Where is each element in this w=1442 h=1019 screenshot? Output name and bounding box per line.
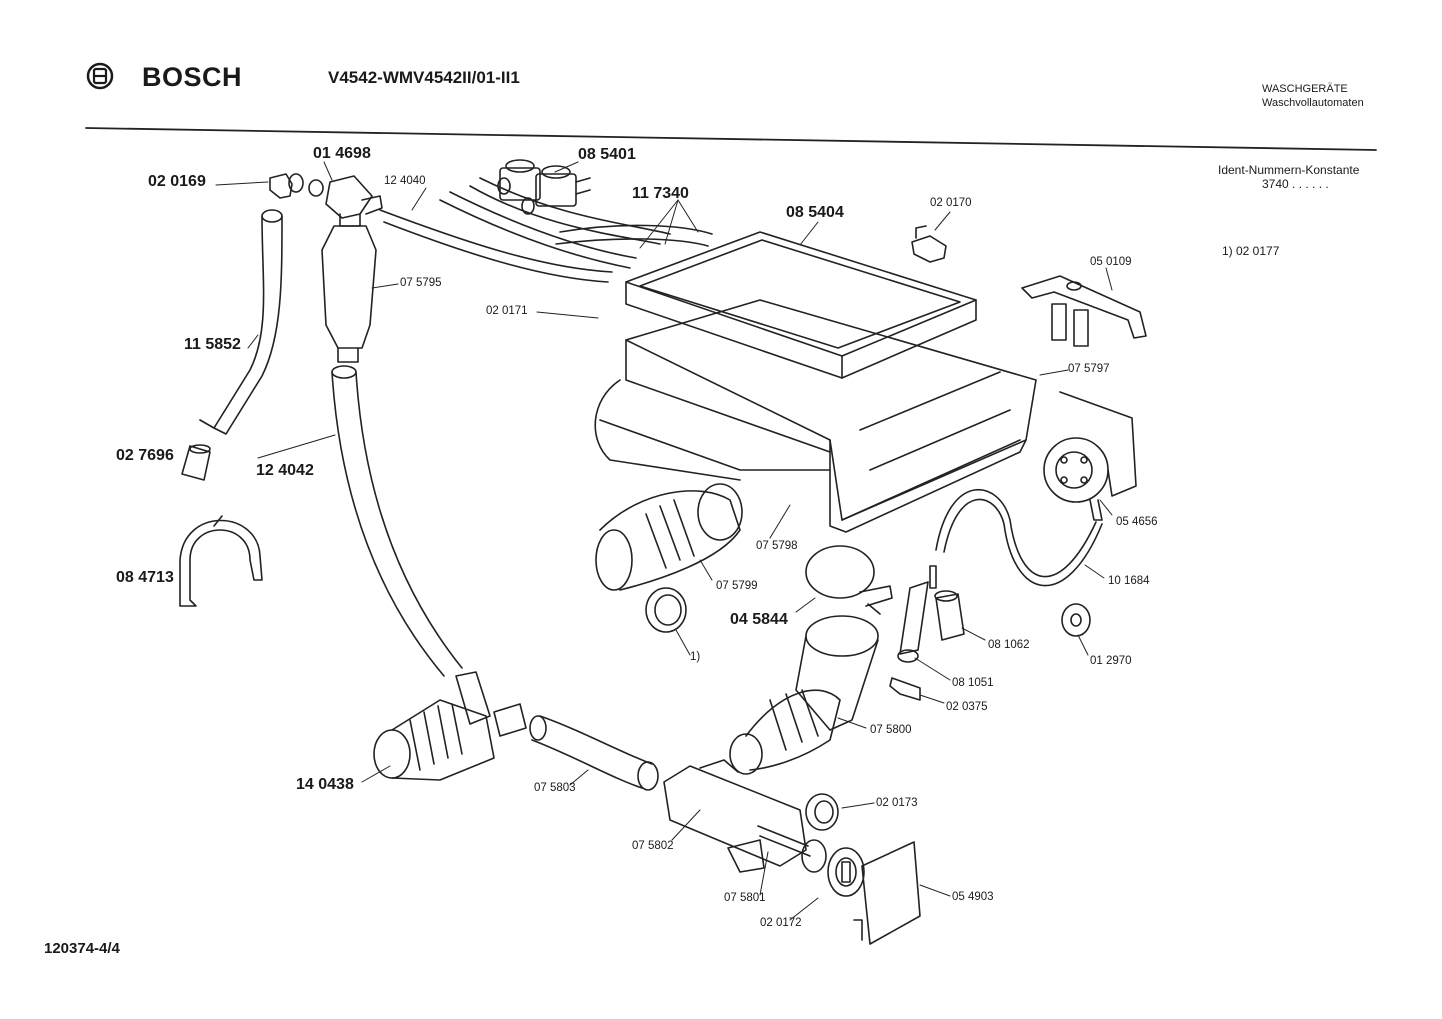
hose-end-cap-icon: [181, 444, 211, 481]
part-label-124042: 12 4042: [256, 462, 314, 479]
part-label-084713: 08 4713: [116, 569, 174, 586]
category-subtitle: Waschvollautomaten: [1262, 97, 1364, 109]
service-flap-icon: [853, 841, 921, 945]
grommet-icon: [1061, 603, 1091, 637]
air-chamber-icon: [897, 565, 965, 663]
sealing-ring-icon: [645, 587, 687, 633]
part-label-054656: 05 4656: [1116, 516, 1158, 528]
clip-icon: [911, 225, 947, 263]
part-label-045844: 04 5844: [730, 611, 788, 628]
brand-name: BOSCH: [142, 62, 243, 92]
part-label-012970: 01 2970: [1090, 655, 1132, 667]
filter-seal-ring-icon: [805, 793, 839, 831]
pressure-hose-icon: [935, 489, 1103, 587]
pump-motor-icon: [373, 671, 527, 781]
part-label-117340: 11 7340: [632, 185, 689, 202]
filter-housing-icon: [663, 759, 827, 873]
part-label-115852: 11 5852: [184, 336, 241, 353]
part-label-075795: 07 5795: [400, 277, 442, 289]
sump-bellows-icon: [729, 615, 879, 775]
part-label-020172: 02 0172: [760, 917, 802, 929]
part-label-014698: 01 4698: [313, 145, 371, 162]
part-label-075802: 07 5802: [632, 840, 674, 852]
part-label-075799: 07 5799: [716, 580, 758, 592]
footnote: 1) 02 0177: [1222, 244, 1280, 258]
part-label-085404: 08 5404: [786, 204, 844, 221]
part-label-050109: 05 0109: [1090, 256, 1132, 268]
part-label-027696: 02 7696: [116, 447, 174, 464]
ident-label: Ident-Nummern-Konstante: [1218, 163, 1360, 177]
elbow-connector-icon: [269, 173, 324, 199]
detergent-dispenser-lid-icon: [625, 231, 977, 379]
leader-lines: [215, 161, 1113, 921]
seal-disc-icon: [805, 545, 893, 615]
footnote-marker: 1): [690, 651, 701, 663]
bellows-icon: [595, 483, 743, 591]
part-label-054903: 05 4903: [952, 891, 994, 903]
drain-hose-icon: [331, 365, 463, 677]
part-label-020173: 02 0173: [876, 797, 918, 809]
pressure-switch-icon: [1043, 391, 1137, 521]
solenoid-valve-icon: [497, 159, 591, 215]
dispenser-housing-icon: [594, 299, 1037, 533]
part-label-020171: 02 0171: [486, 305, 528, 317]
bosch-logo-icon: [86, 62, 114, 90]
ident-value: 3740 . . . . . .: [1262, 177, 1329, 191]
pump-hose-icon: [529, 715, 659, 791]
part-label-020170: 02 0170: [930, 197, 972, 209]
part-label-075803: 07 5803: [534, 782, 576, 794]
fill-hose-icon: [199, 209, 283, 435]
part-label-075800: 07 5800: [870, 724, 912, 736]
bracket-icon: [1021, 275, 1147, 347]
category-title: WASCHGERÄTE: [1262, 83, 1348, 95]
document-number: 120374-4/4: [44, 940, 120, 957]
hose-clamp-icon: [889, 677, 921, 701]
part-label-075801: 07 5801: [724, 892, 766, 904]
part-label-124040: 12 4040: [384, 175, 426, 187]
part-label-085401: 08 5401: [578, 146, 636, 163]
part-label-140438: 14 0438: [296, 776, 354, 793]
model-number: V4542-WMV4542II/01-II1: [328, 68, 520, 87]
part-label-075797: 07 5797: [1068, 363, 1110, 375]
part-label-101684: 10 1684: [1108, 575, 1150, 587]
part-label-075798: 07 5798: [756, 540, 798, 552]
inlet-hoses-icon: [379, 177, 713, 283]
hose-hook-icon: [179, 515, 263, 607]
part-label-081062: 08 1062: [988, 639, 1030, 651]
filter-cap-icon: [827, 847, 865, 897]
part-label-020375: 02 0375: [946, 701, 988, 713]
part-label-020169: 02 0169: [148, 173, 206, 190]
inlet-fitting-icon: [325, 175, 383, 227]
header-rule: [85, 127, 1377, 151]
part-label-081051: 08 1051: [952, 677, 994, 689]
air-trap-bottle-icon: [321, 225, 377, 363]
